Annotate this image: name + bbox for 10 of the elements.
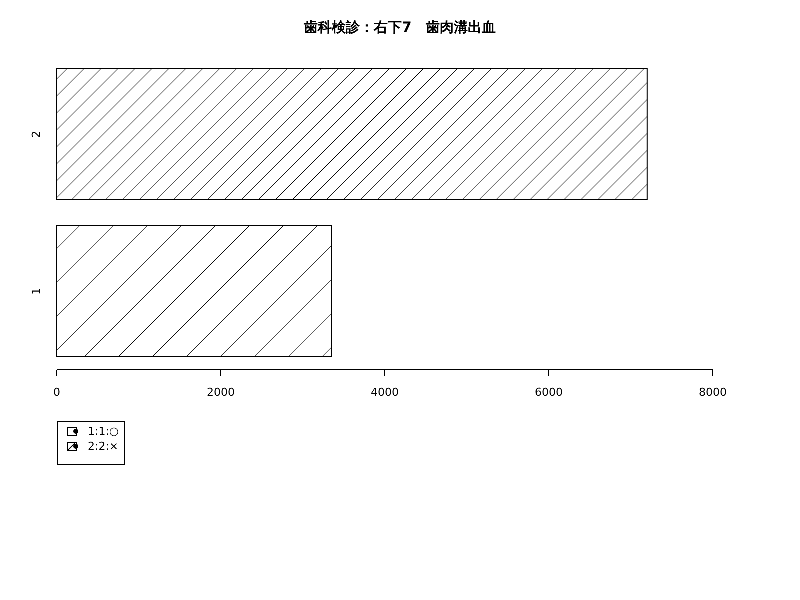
tick-label: 2000 bbox=[207, 386, 235, 398]
tick-label: 0 bbox=[54, 386, 60, 398]
legend-label: 1:1:○ bbox=[88, 425, 120, 438]
legend-label: 2:2:× bbox=[88, 440, 119, 453]
tick-label: 8000 bbox=[699, 386, 727, 398]
category-label: 1 bbox=[30, 288, 42, 295]
chart-title: 歯科検診：右下7 歯肉溝出血 bbox=[303, 19, 497, 37]
tick-label: 4000 bbox=[371, 386, 399, 398]
tick-label: 6000 bbox=[535, 386, 563, 398]
category-label: 2 bbox=[30, 131, 42, 138]
